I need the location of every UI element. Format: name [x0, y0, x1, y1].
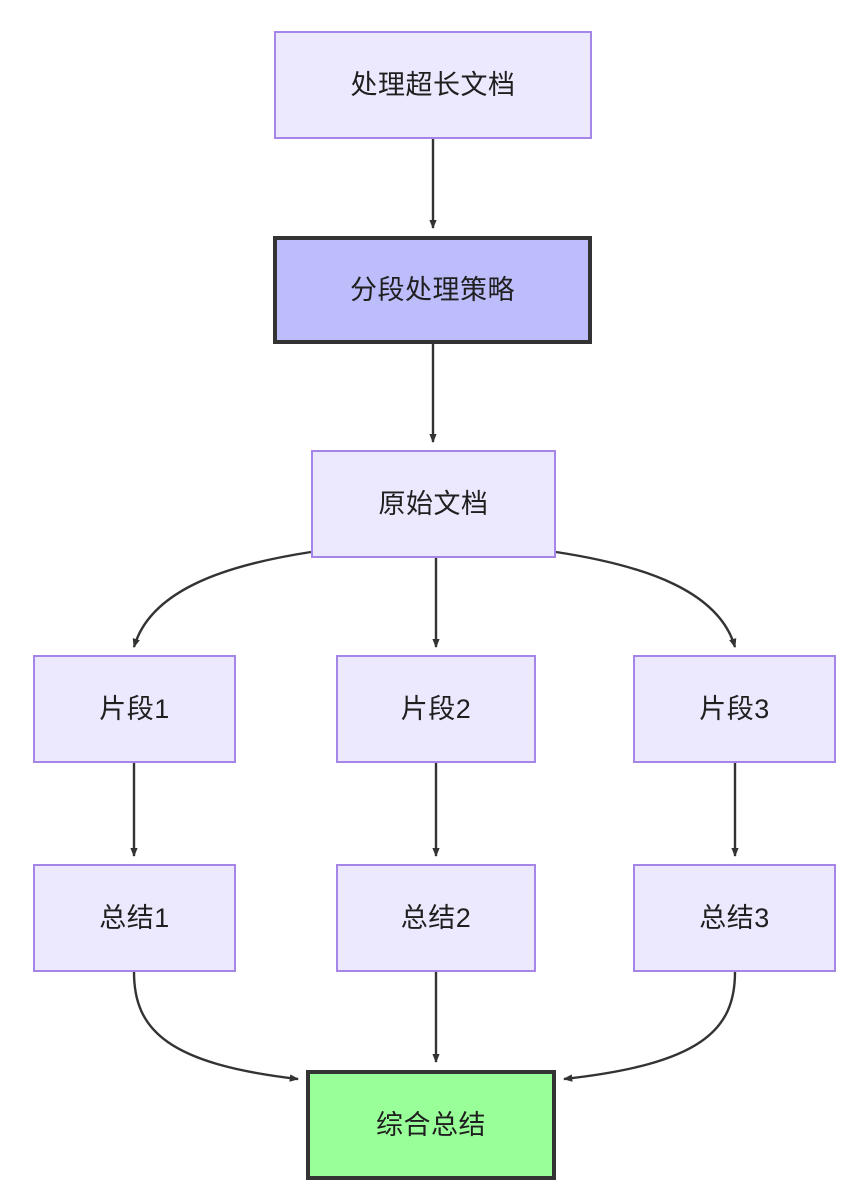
node-summary1-label: 总结1: [99, 902, 170, 933]
node-summary3-label: 总结3: [699, 902, 770, 933]
node-chunk2-label: 片段2: [400, 693, 472, 724]
node-chunk2[interactable]: 片段2: [336, 655, 536, 763]
node-chunk1[interactable]: 片段1: [33, 655, 236, 763]
node-root-label: 处理超长文档: [350, 69, 516, 100]
node-chunk3-label: 片段3: [699, 693, 770, 724]
edge-source-to-chunk3: [555, 550, 737, 648]
node-chunk3[interactable]: 片段3: [633, 655, 836, 763]
edge-sum1-to-final: [132, 971, 299, 1082]
node-source-label: 原始文档: [378, 488, 489, 519]
node-final-summary-label: 综合总结: [376, 1109, 486, 1140]
node-source[interactable]: 原始文档: [311, 450, 556, 558]
node-final-summary[interactable]: 综合总结: [306, 1070, 556, 1180]
node-strategy[interactable]: 分段处理策略: [273, 236, 592, 344]
edge-sum3-to-final: [563, 971, 737, 1082]
node-summary2-label: 总结2: [400, 902, 472, 933]
node-chunk1-label: 片段1: [99, 693, 170, 724]
node-summary1[interactable]: 总结1: [33, 864, 236, 972]
node-summary3[interactable]: 总结3: [633, 864, 836, 972]
node-strategy-label: 分段处理策略: [350, 274, 515, 305]
node-root[interactable]: 处理超长文档: [274, 31, 592, 139]
node-summary2[interactable]: 总结2: [336, 864, 536, 972]
edge-source-to-chunk1: [132, 550, 312, 648]
